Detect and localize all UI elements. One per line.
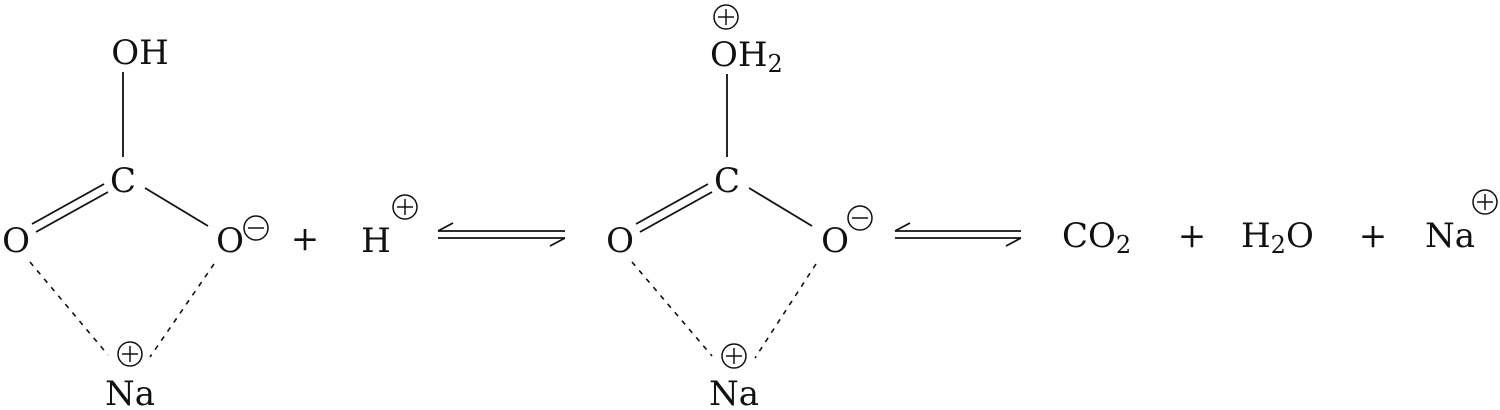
equilibrium-arrow-icon (437, 222, 566, 247)
dashed-bond-o-na-right (149, 263, 215, 358)
product-co2: CO2 (1062, 216, 1131, 259)
plus-operator: + (1178, 216, 1207, 256)
double-bond-c-o-a (31, 183, 105, 225)
dashed-bond-o-na-left (29, 261, 109, 356)
bond-c-o-right (144, 187, 209, 227)
right-oxygen-label: O (821, 221, 849, 261)
sodium-label: Na (709, 374, 759, 410)
proton: H (361, 194, 418, 261)
species-1: OH C O O Na (2, 33, 269, 410)
dashed-bond-o-na-left (631, 261, 713, 357)
proton-label: H (361, 221, 391, 261)
sodium-ion-label: Na (1425, 216, 1475, 256)
equilibrium-arrow-icon (894, 222, 1022, 247)
left-oxygen-label: O (606, 221, 634, 261)
product-h2o: H2O (1241, 216, 1314, 259)
carbon-label: C (110, 161, 136, 201)
sodium-label: Na (105, 374, 155, 410)
left-oxygen-label: O (2, 221, 30, 261)
plus-charge-icon (117, 341, 143, 367)
top-group-label: OH2 (710, 35, 783, 78)
plus-charge-icon (721, 343, 747, 369)
minus-charge-icon (243, 215, 269, 241)
right-oxygen-label: O (216, 221, 244, 261)
double-bond-c-o-b (35, 191, 109, 233)
double-bond-c-o-a (635, 183, 709, 225)
carbon-label: C (714, 161, 740, 201)
product-sodium-ion: Na (1425, 189, 1498, 256)
species-2: OH2 C O O Na (606, 4, 873, 410)
plus-operator: + (1359, 216, 1388, 256)
plus-operator: + (291, 219, 320, 259)
dashed-bond-o-na-right (754, 263, 817, 359)
bond-c-o-right (748, 187, 813, 227)
top-group-label: OH (111, 33, 169, 73)
plus-charge-icon (392, 194, 418, 220)
double-bond-c-o-b (639, 191, 713, 233)
minus-charge-icon (847, 205, 873, 231)
plus-charge-icon (713, 4, 739, 30)
plus-charge-icon (1472, 189, 1498, 215)
